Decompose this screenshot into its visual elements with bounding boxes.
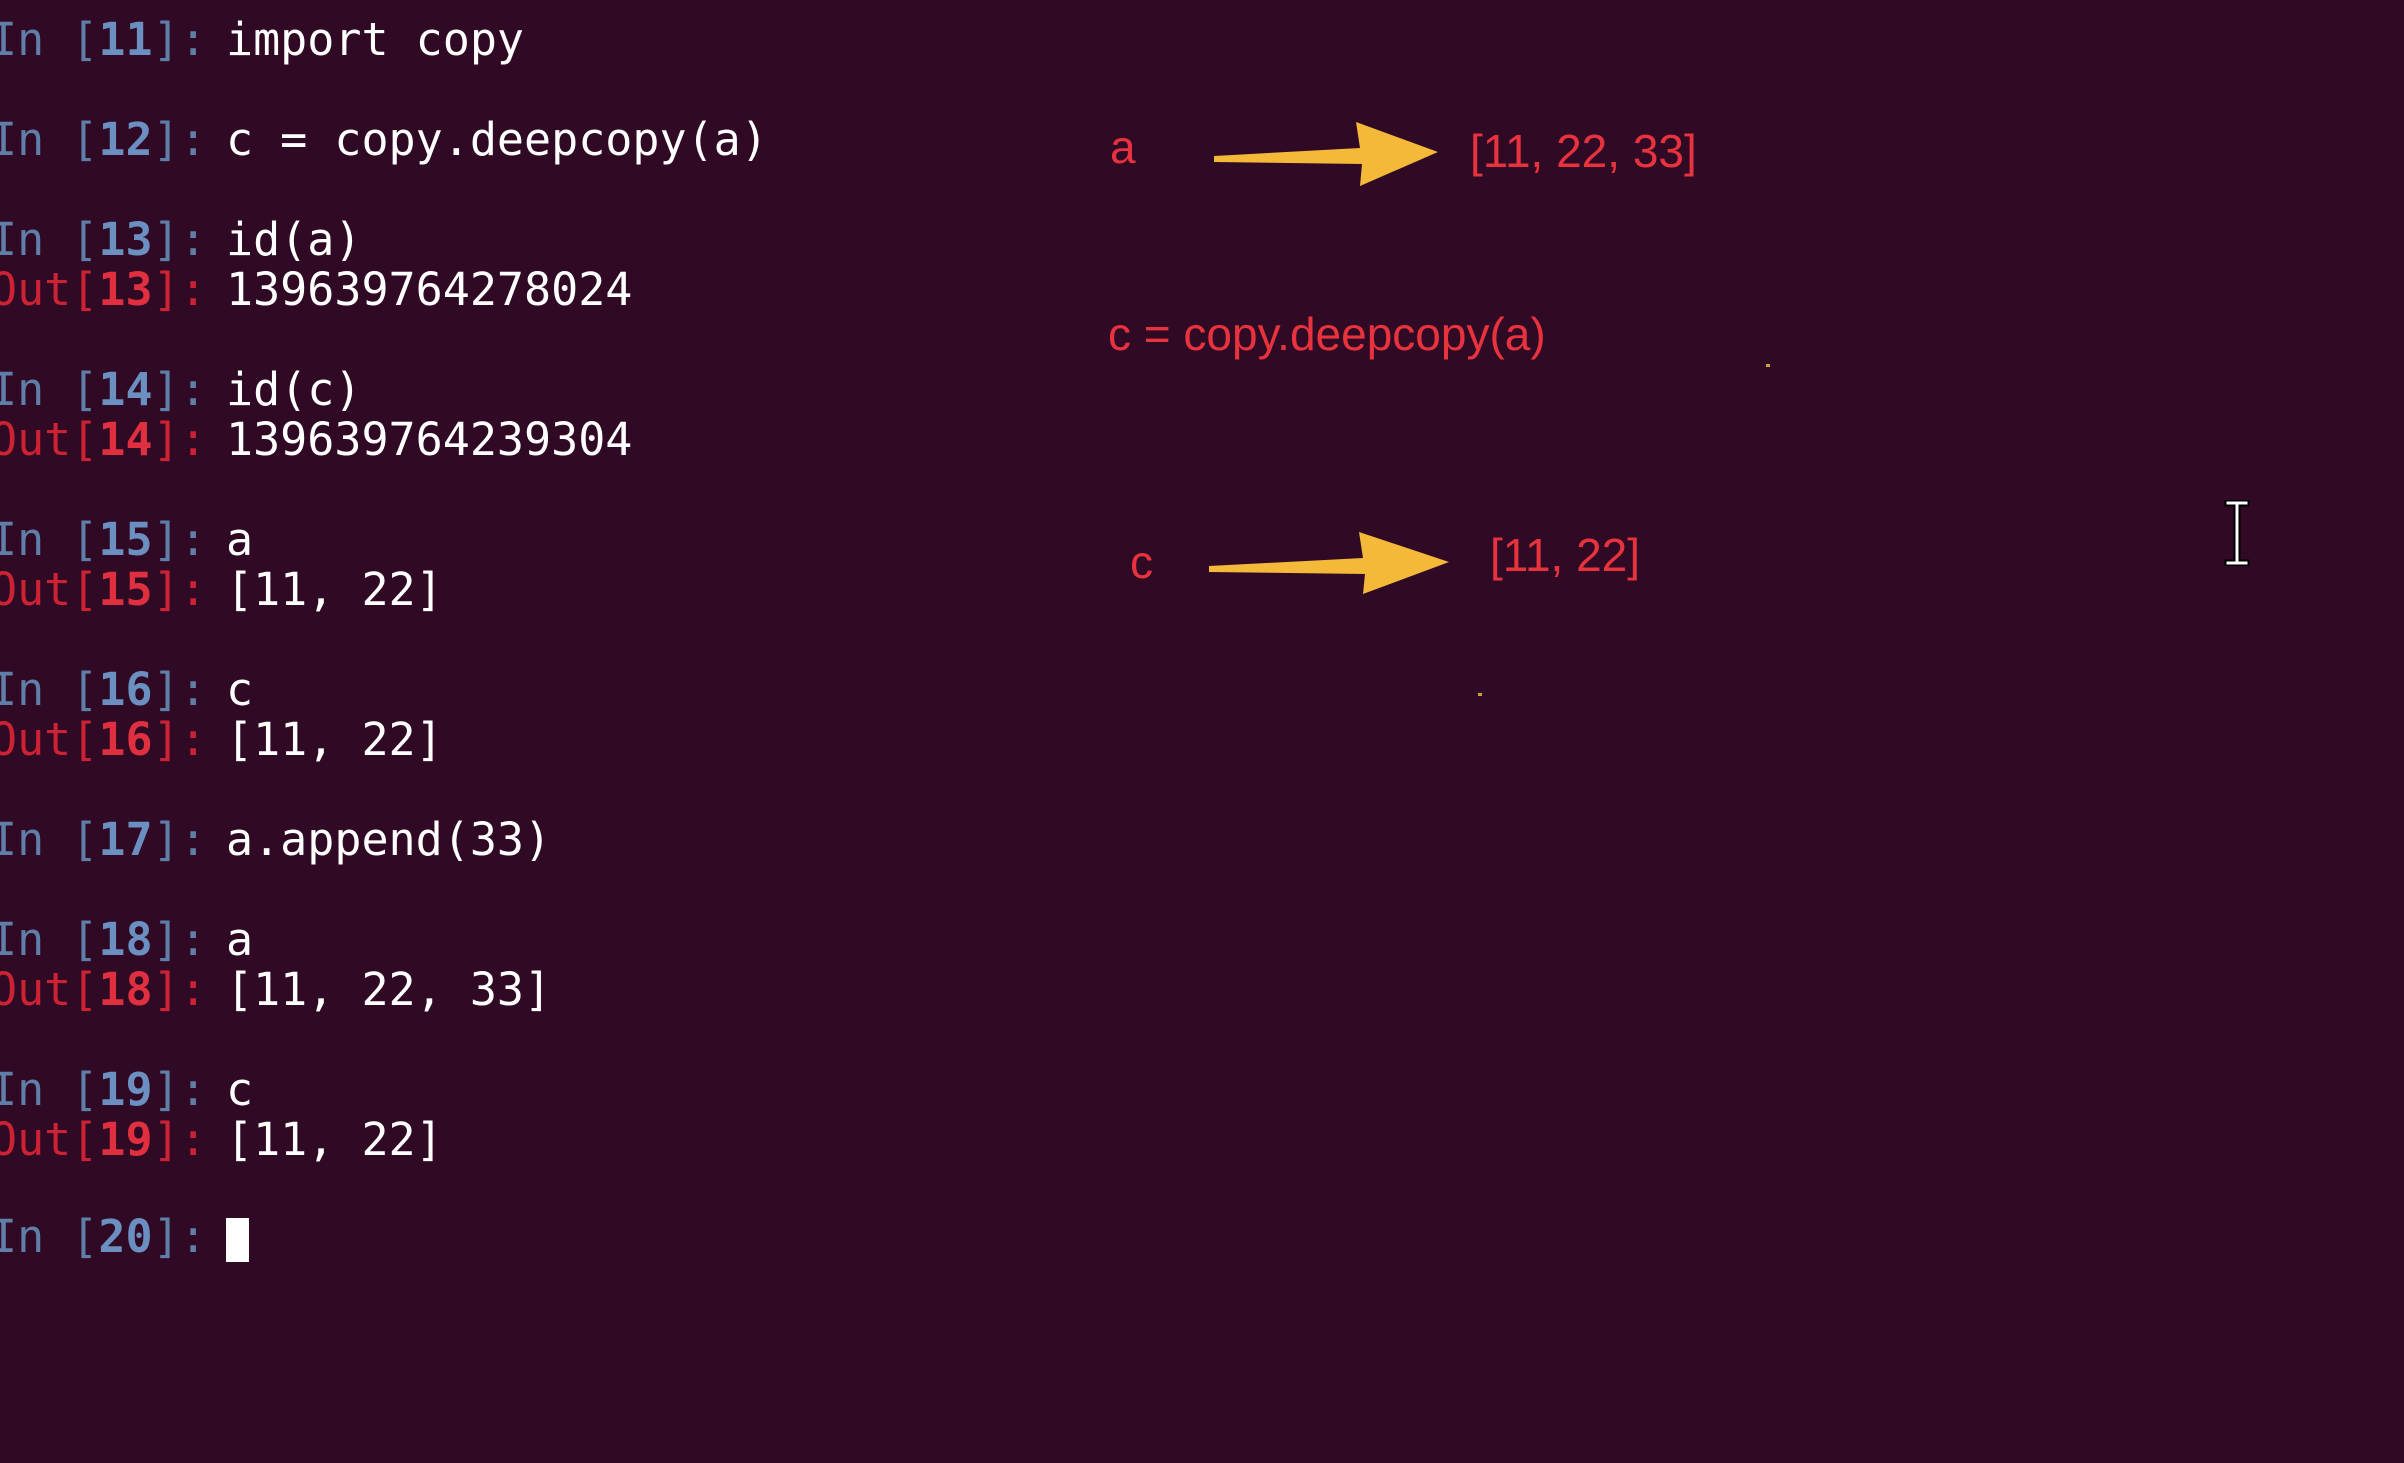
- terminal-line-in-16: In [16]: c: [0, 665, 253, 715]
- input-prompt: In [12]:: [0, 113, 234, 166]
- right-arrow-icon: [1209, 532, 1449, 594]
- input-code: a.append(33): [226, 813, 552, 866]
- terminal-line-out-15: Out[15]: [11, 22]: [0, 565, 443, 615]
- ipython-terminal[interactable]: In [11]: import copy In [12]: c = copy.d…: [0, 0, 2404, 1262]
- right-arrow-icon: [1214, 122, 1438, 186]
- terminal-line-out-18: Out[18]: [11, 22, 33]: [0, 965, 551, 1015]
- terminal-line-in-11: In [11]: import copy: [0, 15, 524, 65]
- terminal-line-in-15: In [15]: a: [0, 515, 253, 565]
- input-code: a: [226, 513, 254, 566]
- output-value: [11, 22]: [226, 1113, 443, 1166]
- output-value: 139639764239304: [226, 413, 633, 466]
- input-code: import copy: [226, 13, 525, 66]
- input-prompt: In [13]:: [0, 213, 234, 266]
- terminal-line-in-13: In [13]: id(a): [0, 215, 361, 265]
- input-code: id(a): [226, 213, 362, 266]
- annotation-var-a: a: [1110, 121, 1136, 173]
- output-value: 139639764278024: [226, 263, 633, 316]
- output-value: [11, 22, 33]: [226, 963, 552, 1016]
- input-code: a: [226, 913, 254, 966]
- text-cursor-block: [226, 1218, 249, 1262]
- terminal-line-in-17: In [17]: a.append(33): [0, 815, 551, 865]
- output-prompt: Out[15]:: [0, 563, 234, 616]
- input-prompt: In [11]:: [0, 13, 234, 66]
- terminal-line-in-18: In [18]: a: [0, 915, 253, 965]
- terminal-line-in-14: In [14]: id(c): [0, 365, 361, 415]
- input-prompt: In [16]:: [0, 663, 234, 716]
- terminal-line-in-19: In [19]: c: [0, 1065, 253, 1115]
- terminal-line-out-14: Out[14]: 139639764239304: [0, 415, 632, 465]
- annotation-deepcopy-statement: c = copy.deepcopy(a): [1108, 308, 1546, 360]
- output-prompt: Out[19]:: [0, 1113, 234, 1166]
- annotation-speck: [1766, 364, 1770, 367]
- ibeam-cursor-icon: [2224, 500, 2250, 566]
- output-prompt: Out[16]:: [0, 713, 234, 766]
- input-code: c = copy.deepcopy(a): [226, 113, 768, 166]
- output-value: [11, 22]: [226, 563, 443, 616]
- terminal-line-out-19: Out[19]: [11, 22]: [0, 1115, 443, 1165]
- annotation-var-c: c: [1130, 536, 1153, 588]
- input-prompt: In [18]:: [0, 913, 234, 966]
- terminal-line-in-20[interactable]: In [20]:: [0, 1212, 249, 1262]
- output-prompt: Out[14]:: [0, 413, 234, 466]
- input-prompt: In [17]:: [0, 813, 234, 866]
- input-code: id(c): [226, 363, 362, 416]
- input-code: c: [226, 1063, 254, 1116]
- input-prompt: In [20]:: [0, 1210, 234, 1263]
- input-code: c: [226, 663, 254, 716]
- terminal-line-out-13: Out[13]: 139639764278024: [0, 265, 632, 315]
- terminal-line-in-12: In [12]: c = copy.deepcopy(a): [0, 115, 768, 165]
- annotation-list-c: [11, 22]: [1490, 529, 1641, 581]
- annotation-speck: [1478, 693, 1482, 696]
- annotation-list-a: [11, 22, 33]: [1470, 125, 1697, 177]
- output-prompt: Out[18]:: [0, 963, 234, 1016]
- input-prompt: In [19]:: [0, 1063, 234, 1116]
- output-value: [11, 22]: [226, 713, 443, 766]
- input-prompt: In [14]:: [0, 363, 234, 416]
- input-prompt: In [15]:: [0, 513, 234, 566]
- terminal-line-out-16: Out[16]: [11, 22]: [0, 715, 443, 765]
- output-prompt: Out[13]:: [0, 263, 234, 316]
